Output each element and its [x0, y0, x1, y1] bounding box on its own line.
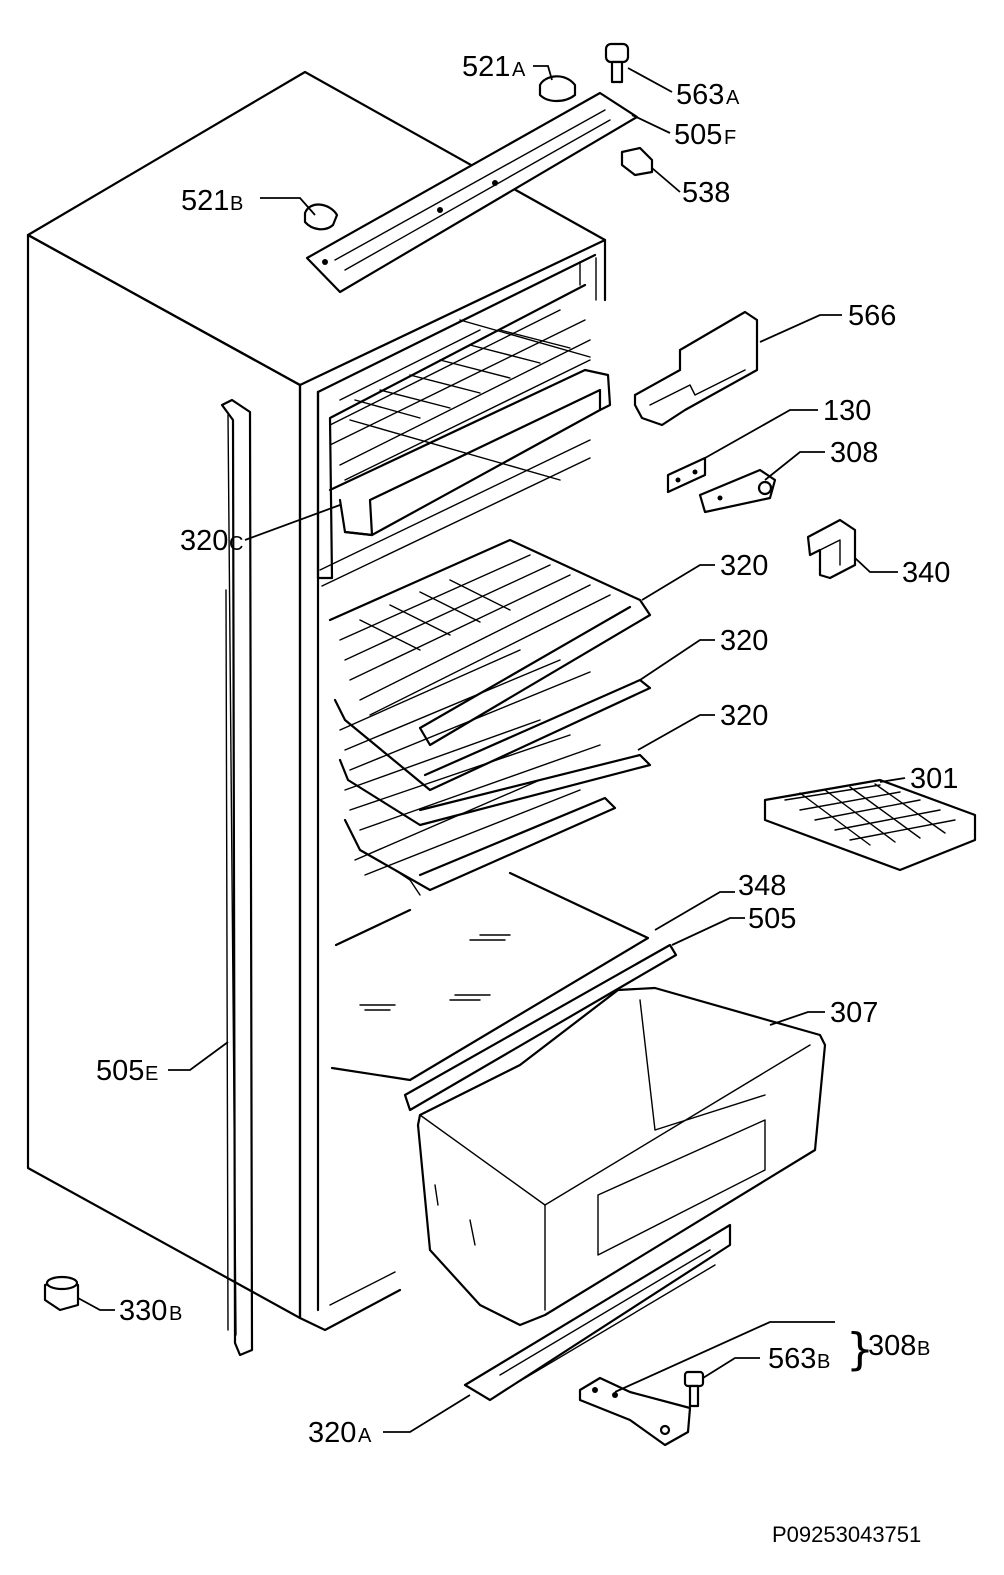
leader-lines [77, 65, 906, 1433]
label-566: 566 [848, 300, 896, 332]
label-320c: 320 C [180, 525, 243, 557]
label-505e-suffix: E [145, 1063, 158, 1085]
hinge-cover [633, 310, 759, 427]
fridge-cabinet [26, 70, 678, 1357]
label-538: 538 [682, 177, 730, 209]
fridge-shelves [328, 538, 652, 896]
label-130: 130 [823, 395, 871, 427]
label-563a: 563 A [676, 79, 740, 111]
label-505e-number: 505 [96, 1055, 144, 1087]
freezer-shelf [328, 309, 612, 537]
label-320-lower: 320 [720, 700, 768, 732]
label-563a-number: 563 [676, 79, 724, 111]
label-320-upper: 320 [720, 550, 768, 582]
label-521a-number: 521 [462, 51, 510, 83]
top-hinge-bar [305, 91, 639, 294]
label-330b-number: 330 [119, 1295, 167, 1327]
label-330b-suffix: B [169, 1303, 182, 1325]
label-320a-number: 320 [308, 1417, 356, 1449]
middle-hinge [698, 468, 777, 514]
adjustable-foot [43, 1275, 80, 1312]
vent-grille [463, 1223, 732, 1402]
label-505e: 505 E [96, 1055, 158, 1087]
label-521b-suffix: B [230, 193, 243, 215]
label-320c-suffix: C [229, 533, 243, 555]
label-521b: 521 B [181, 185, 243, 217]
label-307: 307 [830, 997, 878, 1029]
label-308b-brace: } [846, 1324, 874, 1375]
hinge-cap-a [538, 75, 577, 103]
glass-shelf [330, 871, 650, 1082]
hinge-screw-b [683, 1370, 705, 1408]
label-340: 340 [902, 557, 950, 589]
hinge-cap-b [303, 203, 339, 231]
label-320-middle: 320 [720, 625, 768, 657]
label-308b-number: 308 [868, 1330, 916, 1362]
label-308: 308 [830, 437, 878, 469]
label-563a-suffix: A [726, 87, 740, 109]
label-301: 301 [910, 763, 958, 795]
label-505: 505 [748, 903, 796, 935]
label-320a: 320 A [308, 1417, 372, 1449]
hinge-clip [620, 146, 654, 177]
crisper-drawer [416, 986, 827, 1327]
label-308b-suffix: B [917, 1338, 930, 1360]
label-308b: } 308 B [846, 1324, 930, 1375]
label-320c-number: 320 [180, 525, 228, 557]
label-348: 348 [738, 870, 786, 902]
label-505f-number: 505 [674, 119, 722, 151]
hinge-pin-a [604, 42, 630, 84]
label-521b-number: 521 [181, 185, 229, 217]
label-563b: 563 B [768, 1343, 830, 1375]
bracket [806, 518, 857, 580]
label-521a-suffix: A [512, 59, 526, 81]
label-563b-number: 563 [768, 1343, 816, 1375]
reference-code: P09253043751 [772, 1522, 921, 1547]
label-505f: 505 F [674, 119, 736, 151]
door-gasket-strip [220, 398, 254, 1357]
label-563b-suffix: B [817, 1351, 830, 1373]
hinge-plate [666, 456, 707, 494]
shelf-trim-strip [403, 943, 678, 1112]
label-320a-suffix: A [358, 1425, 372, 1447]
label-330b: 330 B [119, 1295, 182, 1327]
ice-cube-tray [763, 778, 977, 872]
label-505f-suffix: F [724, 127, 736, 149]
bottom-hinge [578, 1376, 692, 1447]
label-521a: 521 A [462, 51, 526, 83]
